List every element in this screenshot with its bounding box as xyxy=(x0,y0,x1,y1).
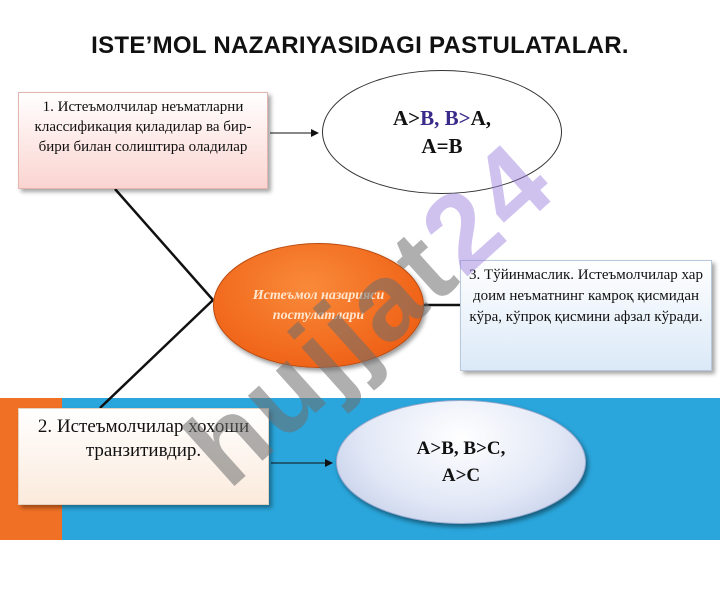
line-center-to-box2 xyxy=(99,299,214,409)
connector-lines xyxy=(99,129,460,467)
center-postulates-oval: Истеъмол назарияси постулатлари xyxy=(213,243,424,368)
slide-title: ISTE’MOL NAZARIYASIDAGI PASTULATALAR. xyxy=(91,32,629,59)
oval-comparison: A>B, B>A, A=B xyxy=(322,70,562,194)
postulate-1-box: 1. Истеъмолчилар неъматларни классификац… xyxy=(18,92,268,189)
oval-transitivity: A>B, B>C, A>C xyxy=(336,400,586,524)
line-box1-to-center xyxy=(114,188,214,301)
oval-bottom-line1: A>B, B>C, xyxy=(416,438,506,459)
oval-top-a: A> xyxy=(392,106,421,130)
postulate-3-box: 3. Тўйинмаслик. Истеъмолчилар хар доим н… xyxy=(460,260,712,371)
oval-top-c: A, xyxy=(470,106,492,130)
oval-top-b: B, B> xyxy=(420,106,471,130)
postulate-2-box: 2. Истеъмолчилар хохоши транзитивдир. xyxy=(18,408,269,505)
oval-top-line2: A=B xyxy=(421,134,463,158)
oval-bottom-line2: A>C xyxy=(441,465,481,486)
